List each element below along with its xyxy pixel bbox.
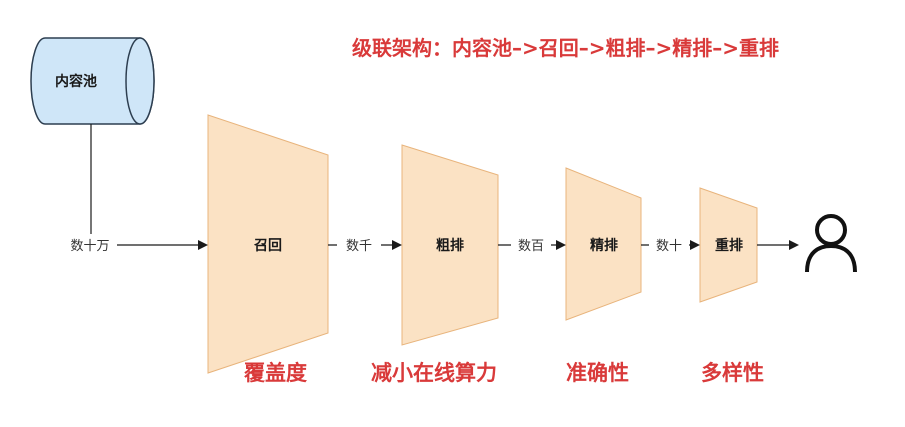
funnel-fine-rank <box>565 167 642 321</box>
arrowhead-1 <box>198 240 208 250</box>
user-icon <box>805 214 857 273</box>
pool-label: 内容池 <box>55 73 97 90</box>
arrowhead-4 <box>690 240 700 250</box>
diagram-title: 级联架构：内容池–>召回–>粗排–>精排–>重排 <box>352 36 780 60</box>
caption-recall: 覆盖度 <box>244 361 307 385</box>
pool-end <box>125 37 155 125</box>
stage-label-coarse-rank: 粗排 <box>436 237 464 254</box>
stage-label-rerank: 重排 <box>715 237 743 254</box>
arrowhead-2 <box>392 240 402 250</box>
funnel-coarse-rank <box>401 144 499 346</box>
arrowhead-5 <box>789 240 799 250</box>
edge-label-4: 数十 <box>656 239 682 254</box>
caption-rerank: 多样性 <box>701 361 764 385</box>
edge-label-bg-3 <box>511 236 551 254</box>
funnel-recall <box>207 114 329 374</box>
edge-label-3: 数百 <box>518 239 544 254</box>
content-pool-cylinder: 内容池 <box>30 37 155 125</box>
arrowhead-3 <box>556 240 566 250</box>
edge-label-bg-2 <box>337 236 381 254</box>
caption-coarse-rank: 减小在线算力 <box>371 361 497 385</box>
funnel-rerank <box>699 187 758 303</box>
stage-label-fine-rank: 精排 <box>590 237 618 254</box>
edge-label-1: 数十万 <box>70 239 109 254</box>
edge-label-bg-4 <box>649 236 689 254</box>
edge-label-2: 数千 <box>346 239 372 254</box>
edge-label-bg-1 <box>63 236 117 254</box>
caption-fine-rank: 准确性 <box>566 361 629 385</box>
stage-label-recall: 召回 <box>254 238 282 254</box>
